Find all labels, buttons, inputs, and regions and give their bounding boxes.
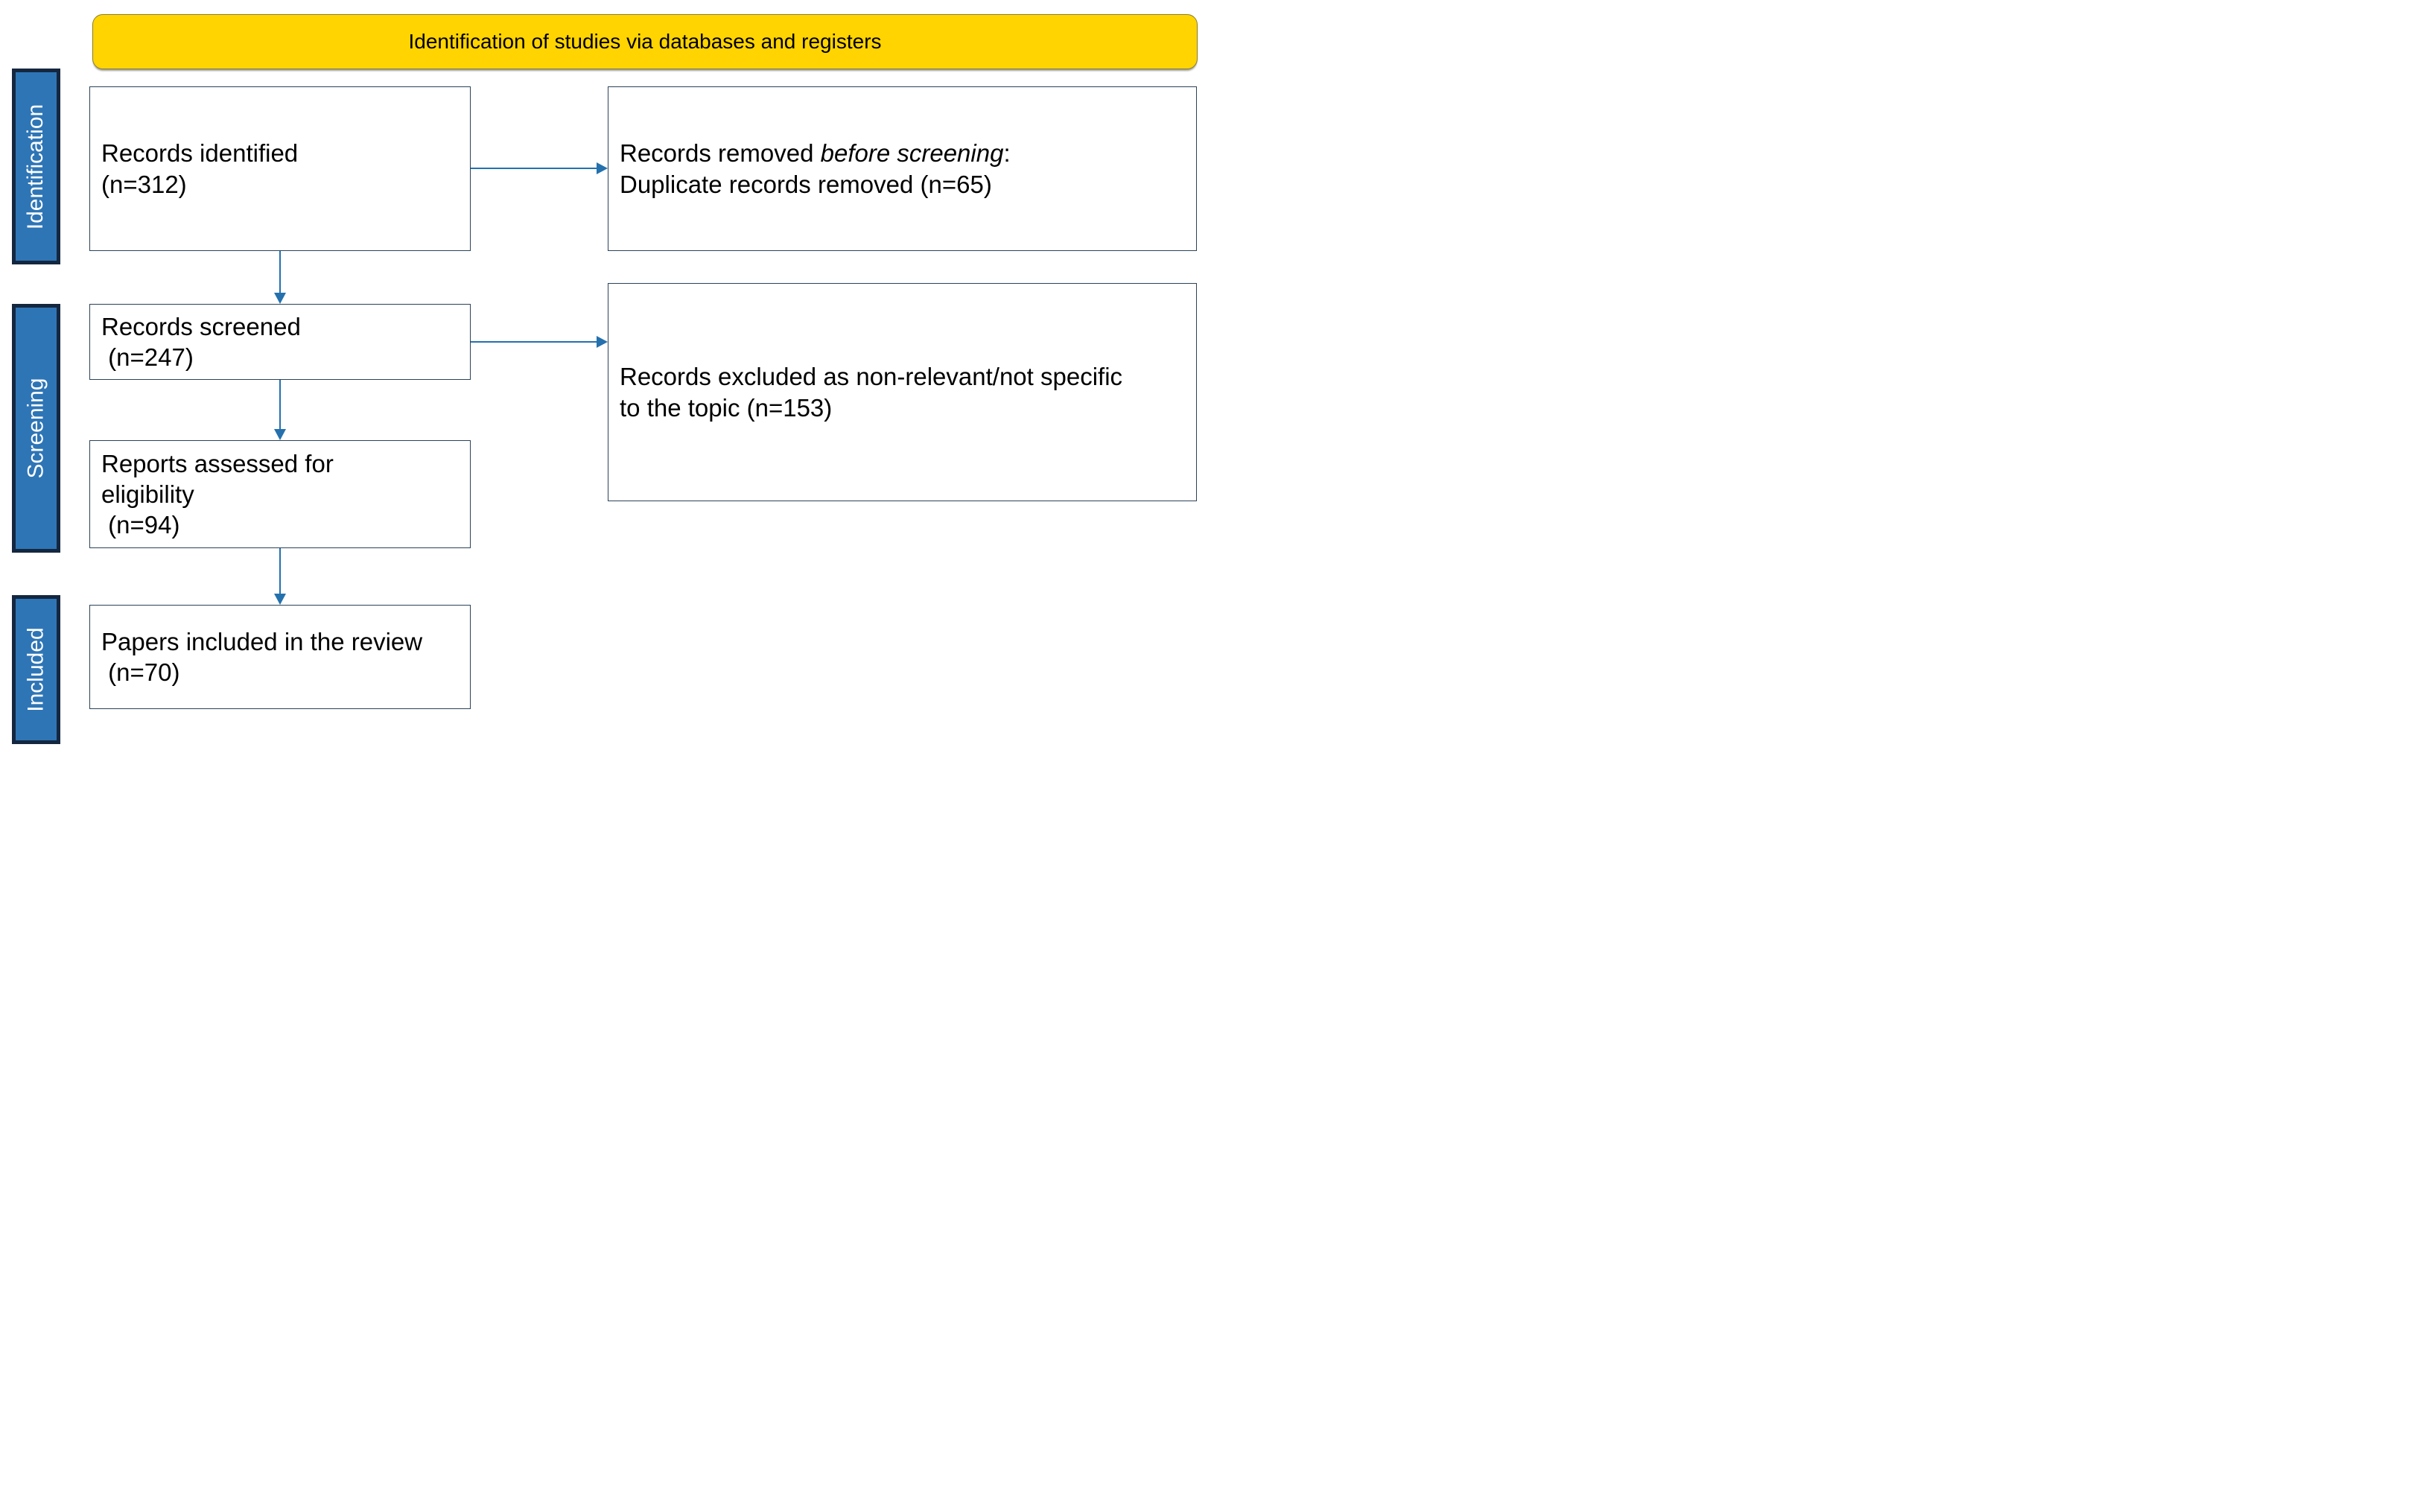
box-text-line: Records screened: [101, 312, 301, 340]
box-reports-assessed: Reports assessed for eligibility (n=94): [89, 440, 471, 548]
diagram-title: Identification of studies via databases …: [408, 30, 882, 53]
box-text-line: to the topic (n=153): [620, 393, 833, 422]
stage-screening-label: Screening: [23, 378, 48, 479]
box-records-excluded: Records excluded as non-relevant/not spe…: [608, 283, 1197, 501]
box-text-line: Reports assessed for: [101, 449, 334, 477]
arrow-down-head-icon: [274, 429, 286, 440]
box-text-line: (n=70): [101, 658, 180, 686]
box-text-line: (n=247): [101, 343, 194, 371]
stage-screening: Screening: [12, 304, 60, 553]
text-segment-italic: before screening: [820, 139, 1004, 168]
box-text-line: Records removed before screening:: [620, 138, 1189, 168]
box-text-line: (n=312): [101, 170, 187, 198]
arrow-right-head-icon: [597, 162, 608, 174]
stage-included: Included: [12, 595, 60, 744]
arrow-down-head-icon: [274, 293, 286, 304]
title-banner: Identification of studies via databases …: [92, 14, 1198, 69]
box-records-removed: Records removed before screening: Duplic…: [608, 86, 1197, 251]
arrow-screened-to-assessed-line: [279, 380, 281, 431]
box-records-identified: Records identified (n=312): [89, 86, 471, 251]
box-records-screened: Records screened (n=247): [89, 304, 471, 380]
text-segment: :: [1003, 139, 1011, 168]
box-text-line: Records excluded as non-relevant/not spe…: [620, 363, 1123, 391]
arrow-assessed-to-included-line: [279, 548, 281, 595]
arrow-down-head-icon: [274, 594, 286, 605]
arrow-identified-to-screened-line: [279, 251, 281, 294]
stage-identification-label: Identification: [23, 104, 48, 229]
box-text-line: Records identified: [101, 139, 299, 168]
box-text-line: (n=94): [101, 511, 180, 539]
prisma-flow-diagram: Identification of studies via databases …: [0, 0, 1211, 756]
box-papers-included: Papers included in the review (n=70): [89, 605, 471, 709]
arrow-screened-to-excluded-line: [471, 341, 598, 343]
arrow-right-head-icon: [597, 336, 608, 348]
text-segment: Records removed: [620, 139, 821, 168]
box-text-line: Duplicate records removed (n=65): [620, 170, 992, 198]
box-text-line: eligibility: [101, 480, 194, 508]
box-text-line: Papers included in the review: [101, 627, 423, 655]
arrow-identified-to-removed-line: [471, 168, 598, 169]
stage-identification: Identification: [12, 69, 60, 264]
stage-included-label: Included: [23, 627, 48, 712]
